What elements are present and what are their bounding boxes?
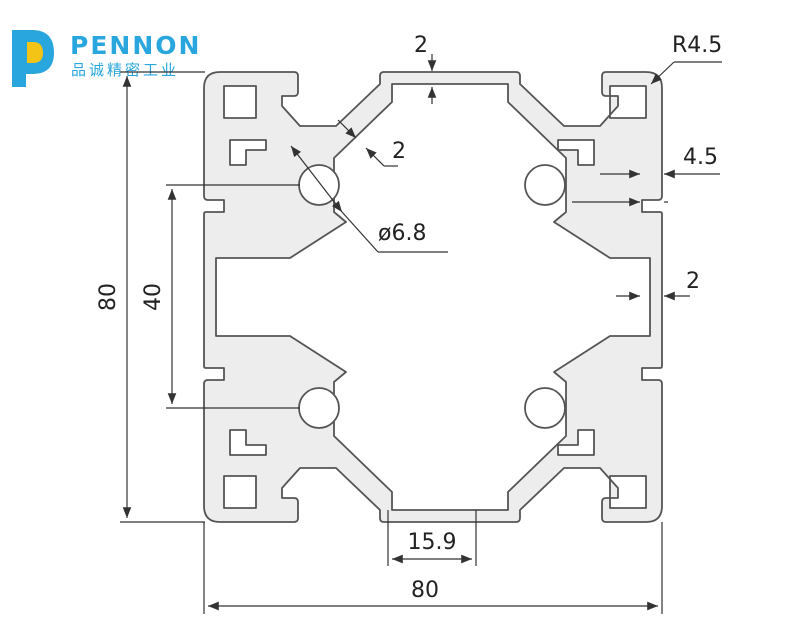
side-wall-label: 2 bbox=[686, 269, 700, 294]
hole-diameter-label: ø6.8 bbox=[378, 221, 426, 246]
logo-brand-text: PENNON bbox=[70, 31, 201, 60]
slot-wall-label: 2 bbox=[414, 33, 428, 58]
height-label: 80 bbox=[96, 283, 121, 311]
hole-pitch-label: 40 bbox=[141, 283, 166, 311]
dimension-lines bbox=[120, 54, 722, 614]
mounting-hole-top-left bbox=[298, 164, 340, 206]
profile-cross-section bbox=[203, 71, 663, 523]
mounting-hole-top-right bbox=[524, 164, 566, 206]
mounting-hole-bottom-left bbox=[298, 387, 340, 429]
pennon-logo: PENNON 品诚精密工业 bbox=[12, 30, 201, 87]
profile-outline bbox=[203, 71, 663, 523]
mounting-hole-bottom-right bbox=[524, 387, 566, 429]
diagonal-wall-label: 2 bbox=[392, 139, 406, 164]
logo-subtitle-text: 品诚精密工业 bbox=[71, 61, 179, 79]
slot-width-label: 15.9 bbox=[408, 530, 457, 555]
corner-radius-label: R4.5 bbox=[672, 33, 722, 58]
dimension-labels: 2 R4.5 2 4.5 2 ø6.8 80 40 15.9 80 bbox=[96, 33, 722, 603]
width-label: 80 bbox=[411, 578, 439, 603]
slot-depth-label: 4.5 bbox=[683, 145, 718, 170]
